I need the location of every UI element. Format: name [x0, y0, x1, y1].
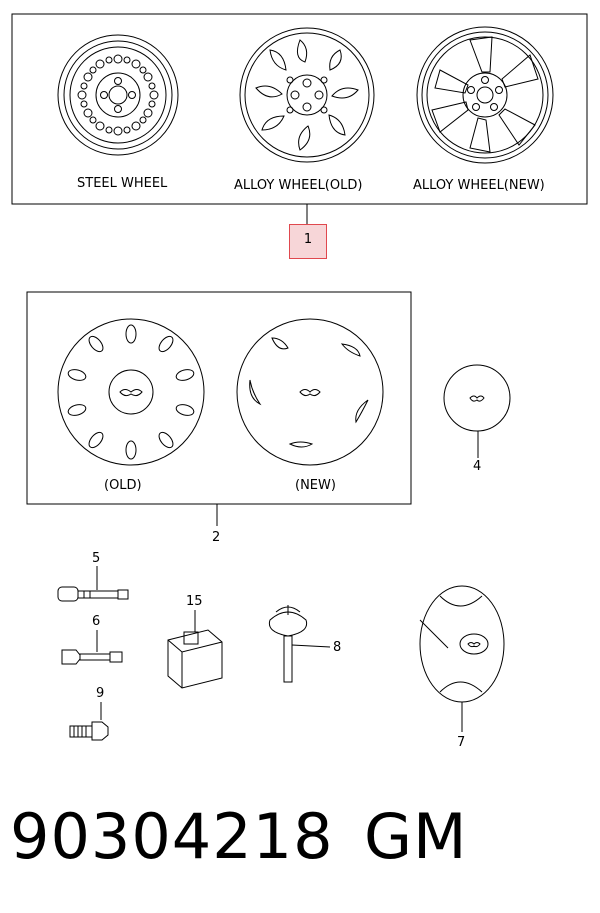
valve-stem-5-drawing [57, 566, 129, 602]
callout-9[interactable]: 9 [96, 686, 105, 701]
callout-8[interactable]: 8 [333, 640, 342, 655]
alloy-wheel-new-label: ALLOY WHEEL(NEW) [413, 178, 545, 193]
part-number: 90304218 [10, 800, 334, 873]
center-cap-7-drawing [419, 585, 505, 732]
callout-5[interactable]: 5 [92, 551, 101, 566]
alloy-wheel-old-label: ALLOY WHEEL(OLD) [234, 178, 363, 193]
callout-6[interactable]: 6 [92, 614, 101, 629]
callout-1-highlight[interactable]: 1 [289, 224, 327, 259]
wheel-cover-new-label: (NEW) [295, 478, 336, 493]
lug-bolt-9-drawing [69, 702, 109, 741]
balance-weight-15-drawing [167, 610, 223, 689]
steel-wheel-vent-holes [77, 54, 159, 136]
alloy-wheel-new-drawing [416, 26, 554, 164]
wheel-cover-old-label: (OLD) [104, 478, 142, 493]
callout-4[interactable]: 4 [473, 459, 482, 474]
center-cap-4-drawing [443, 364, 511, 458]
alloy-wheel-old-drawing [239, 27, 375, 163]
callout-7[interactable]: 7 [457, 735, 466, 750]
lock-bolt-8-drawing [268, 605, 331, 683]
wheel-cover-new-drawing [236, 318, 384, 466]
brand-name: GM [364, 800, 468, 873]
wheel-group-frame [11, 13, 588, 205]
valve-stem-6-drawing [61, 630, 123, 665]
steel-wheel-drawing [57, 34, 179, 156]
wheel-cover-old-drawing [57, 318, 205, 466]
callout-2[interactable]: 2 [212, 530, 221, 545]
wheel-cover-group-frame [26, 291, 412, 505]
steel-wheel-label: STEEL WHEEL [77, 176, 168, 191]
callout-15[interactable]: 15 [186, 594, 203, 609]
